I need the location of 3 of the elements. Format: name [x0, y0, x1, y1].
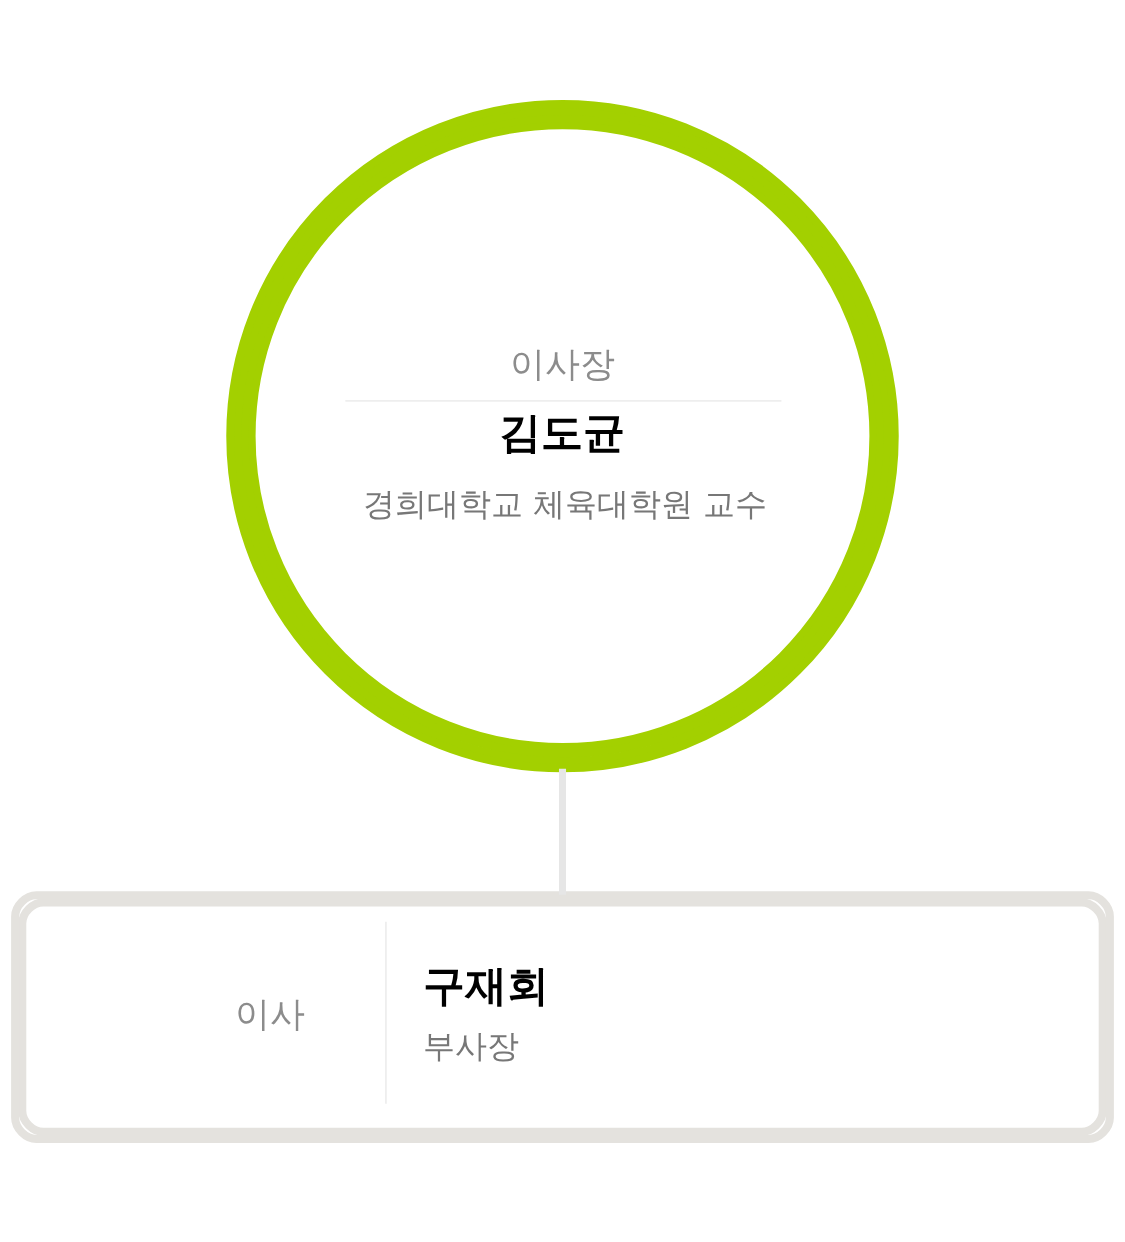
node-circle: 이사장 김도균 경희대학교 체육대학원 교수 [226, 99, 899, 772]
connector [558, 768, 567, 895]
node-box: 이사 구재회 부사장 [11, 890, 1114, 1143]
